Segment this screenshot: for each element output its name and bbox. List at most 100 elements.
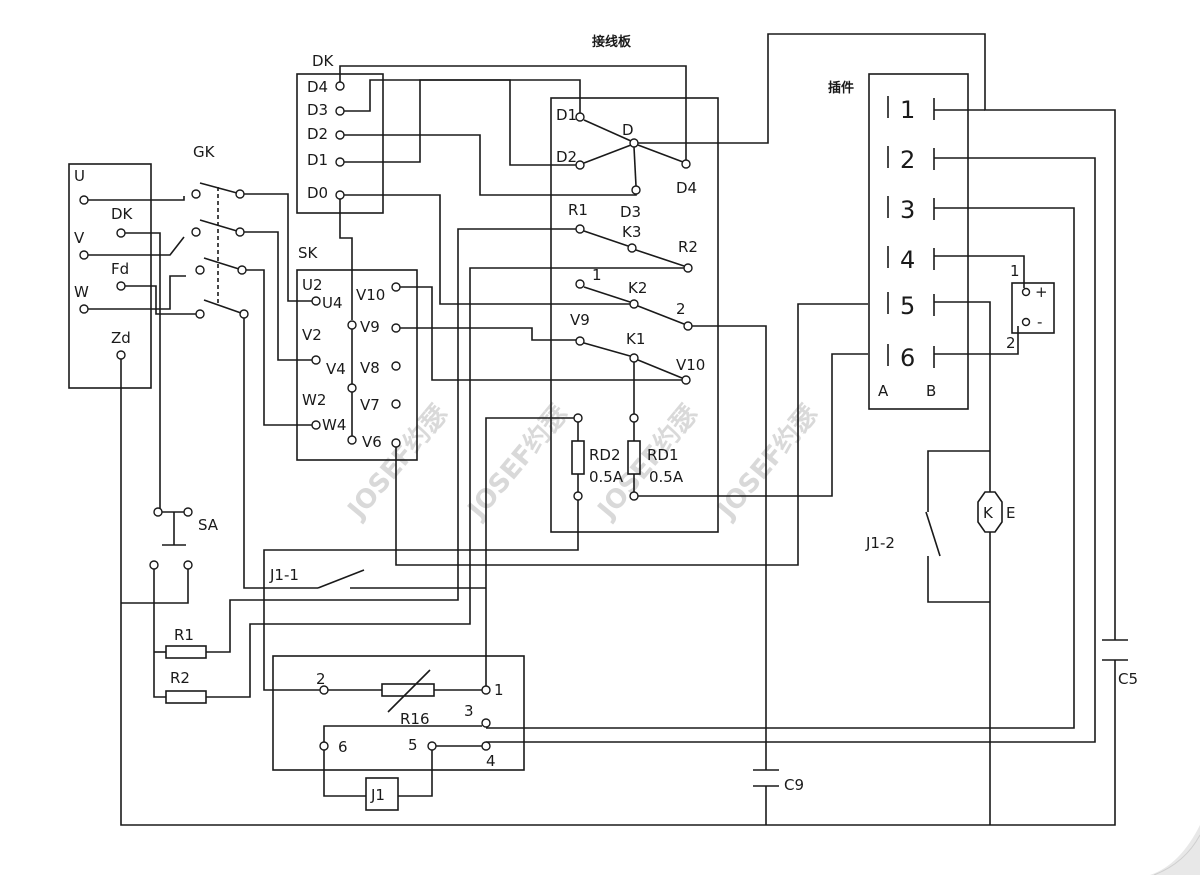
label-Zd: Zd	[111, 329, 131, 347]
label-n1: 1	[494, 681, 504, 699]
sk-V10	[391, 282, 401, 292]
wire-V10-board	[400, 286, 686, 381]
board-K2-arm-2	[637, 305, 685, 325]
label-C5: C5	[1118, 670, 1138, 688]
label-K2: K2	[628, 279, 647, 297]
module-term-2	[319, 685, 329, 695]
gk-contact-3a	[195, 265, 205, 275]
sk-V9	[391, 323, 401, 333]
label-D1: D1	[307, 151, 328, 169]
board-k2-1	[575, 279, 585, 289]
board-V10	[681, 375, 691, 385]
board-D3	[631, 185, 641, 195]
label-plus-sign: +	[1035, 283, 1048, 301]
label-GK: GK	[193, 143, 216, 161]
terminal-DK	[116, 228, 126, 238]
wire-k2-2	[692, 325, 767, 770]
resistor-R2	[165, 690, 207, 704]
sk-V6	[391, 438, 401, 448]
board-D2	[575, 160, 585, 170]
board-K3	[627, 243, 637, 253]
sk-W4	[311, 420, 321, 430]
label-bD: D	[622, 121, 634, 139]
label-R1-board: R1	[568, 201, 588, 219]
label-V: V	[74, 229, 85, 247]
label-J1-2: J1-2	[865, 534, 895, 552]
polarity-plus-terminal	[1021, 287, 1031, 297]
wire-gk1-U2	[244, 193, 314, 302]
label-B: B	[926, 382, 936, 400]
wire-J1-2-bottom	[927, 556, 990, 603]
label-bV9: V9	[570, 311, 590, 329]
label-Fd: Fd	[111, 260, 129, 278]
wire-gk2-V2	[244, 231, 314, 361]
title-wiring-board: 接线板	[592, 34, 632, 50]
board-D1	[575, 112, 585, 122]
sk-V7	[391, 399, 401, 409]
wire-D2-bD3	[344, 134, 637, 196]
label-res-R2: R2	[170, 669, 190, 687]
label-V8: V8	[360, 359, 380, 377]
wire-D0	[344, 194, 552, 305]
label-RD1-rating: 0.5A	[649, 468, 684, 486]
label-D0: D0	[307, 184, 328, 202]
label-W: W	[74, 283, 89, 301]
wire-V	[88, 236, 185, 256]
label-U4: U4	[322, 294, 343, 312]
board-D	[629, 138, 639, 148]
label-k2-1: 1	[592, 266, 602, 284]
wire-sa-R	[153, 569, 166, 698]
label-RD2-rating: 0.5A	[589, 468, 624, 486]
gk-contact-3b	[237, 265, 247, 275]
fuse-RD1-bottom	[629, 491, 639, 501]
dk-D2	[335, 130, 345, 140]
label-V9: V9	[360, 318, 380, 336]
plugin-pin-2: 2	[486, 146, 1096, 743]
wire-gk4-J1	[243, 318, 318, 589]
label-K3: K3	[622, 223, 641, 241]
terminal-V	[79, 250, 89, 260]
label-A: A	[878, 382, 889, 400]
board-D-arm-4	[637, 144, 684, 163]
fuse-RD2-bottom	[573, 491, 583, 501]
label-J1-1: J1-1	[269, 566, 299, 584]
wire-D3-bD1	[344, 79, 581, 113]
terminal-U	[79, 195, 89, 205]
wire-J1-5	[398, 750, 433, 797]
label-res-R1: R1	[174, 626, 194, 644]
label-bV10: V10	[676, 356, 705, 374]
plugin-pin-2-label: 2	[900, 146, 915, 174]
wire-V9-board	[400, 327, 578, 341]
module-term-5	[427, 741, 437, 751]
label-minus-sign: -	[1037, 313, 1042, 331]
sk-V8	[391, 361, 401, 371]
fuse-RD2-top	[573, 413, 583, 423]
relay-KE-coil	[977, 491, 1003, 533]
relay-module-box	[272, 655, 525, 771]
label-n2: 2	[316, 670, 326, 688]
sa-contact-2	[183, 507, 193, 517]
board-D-arm-1	[583, 119, 632, 142]
terminal-Zd	[116, 350, 126, 360]
dk-D1	[335, 157, 345, 167]
page-curl-icon	[1150, 825, 1200, 875]
wire-D4-bD4	[339, 65, 687, 160]
wire-V6-down	[395, 303, 868, 566]
sk-mid-3	[347, 435, 357, 445]
sk-U4	[311, 296, 321, 306]
plugin-pin-4-label: 4	[900, 246, 915, 274]
contact-J1-1-blade	[317, 569, 365, 589]
fuse-RD1-top	[629, 413, 639, 423]
wire-3-6	[323, 725, 482, 742]
board-k2-2	[683, 321, 693, 331]
wire-R2-board	[206, 267, 684, 698]
board-K1-arm-2	[637, 359, 683, 379]
terminal-block-box	[68, 163, 152, 389]
label-R16: R16	[400, 710, 430, 728]
board-V9	[575, 336, 585, 346]
wire-RD1-bottom	[638, 353, 868, 497]
label-K1: K1	[626, 330, 645, 348]
fuse-RD2	[571, 440, 585, 475]
label-n3: 3	[464, 702, 474, 720]
